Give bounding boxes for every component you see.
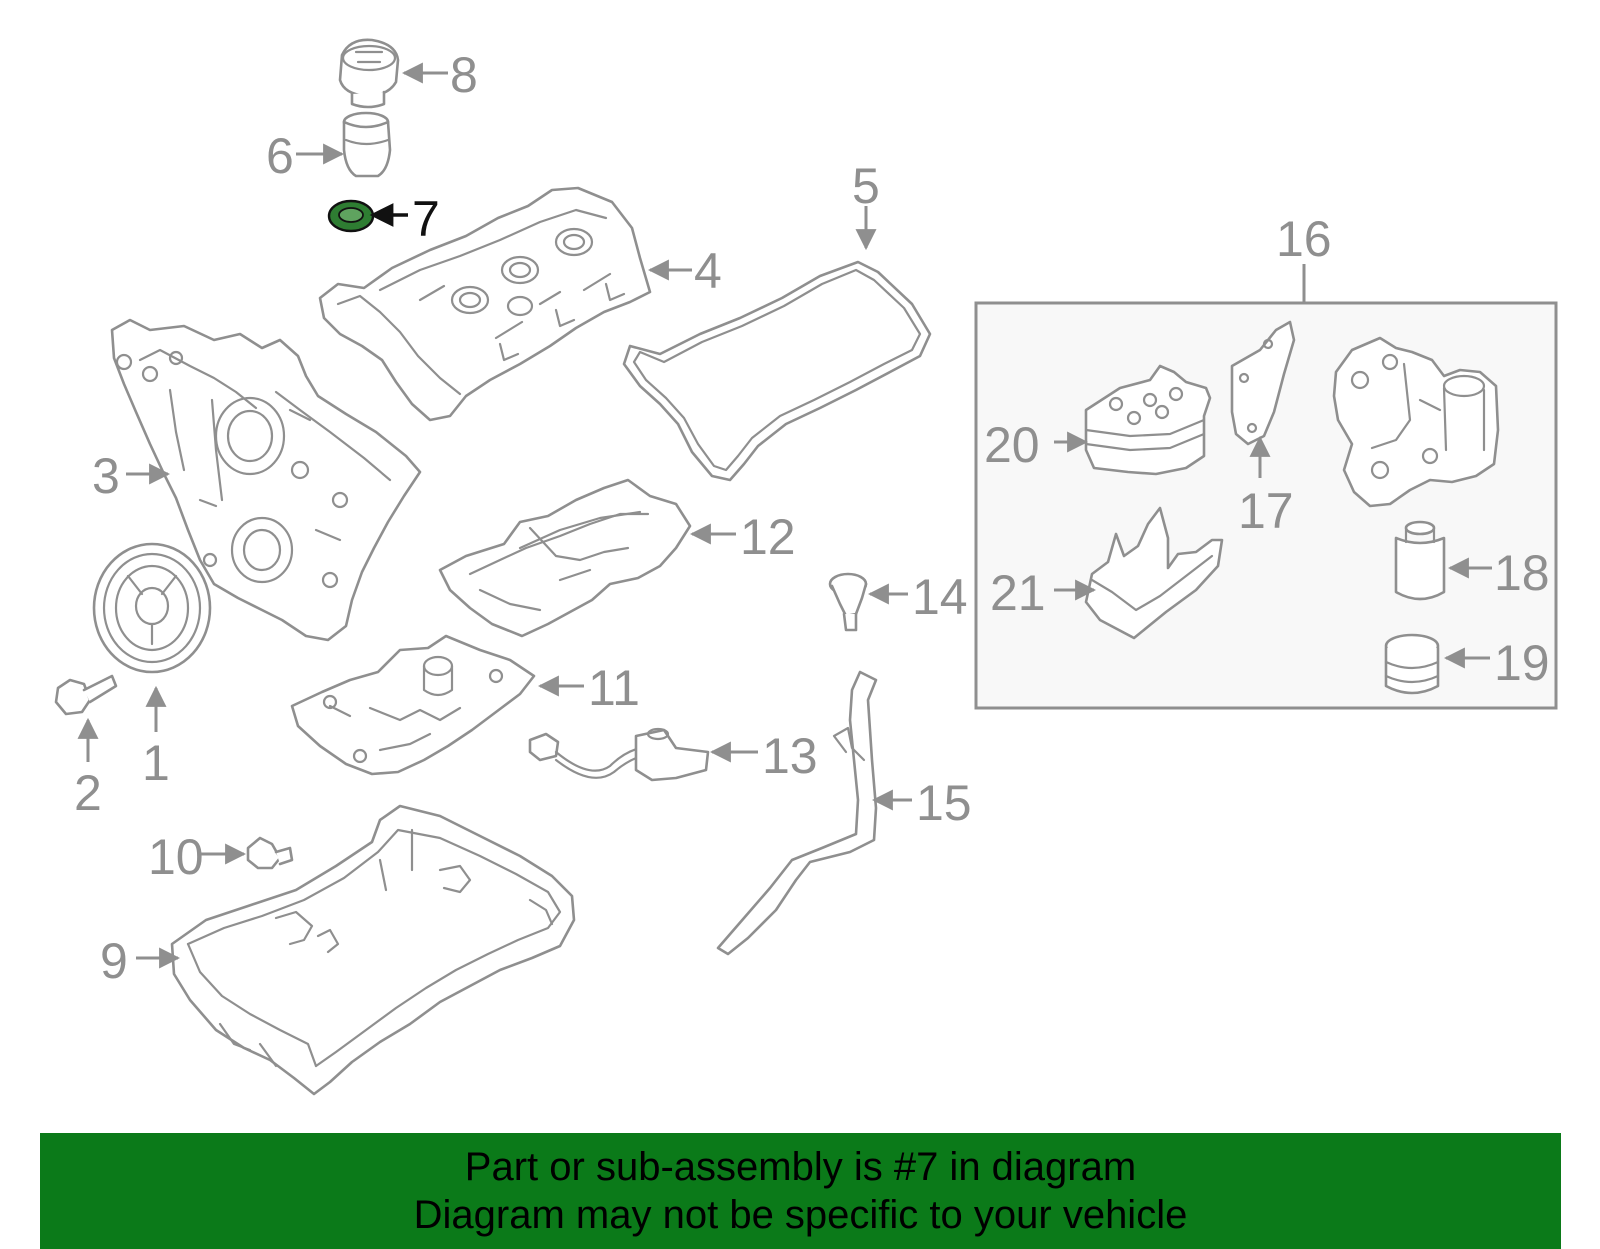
oil-filler-cap-part: [338, 38, 400, 109]
notice-banner: Part or sub-assembly is #7 in diagram Di…: [40, 1133, 1561, 1249]
filler-seal-ring-part: [327, 199, 375, 233]
timing-chain-cover-part: [110, 318, 422, 642]
callout-12: 12: [740, 509, 796, 565]
oil-baffle-plate-part: [438, 478, 692, 638]
oil-filter-cap-part: [1384, 633, 1440, 695]
callout-6: 6: [266, 128, 294, 184]
dipstick-tube-part: [716, 670, 878, 956]
filter-housing-gasket-part: [1230, 320, 1296, 446]
oil-filter-housing-part: [1332, 336, 1500, 508]
callout-16: 16: [1276, 211, 1332, 267]
oil-cooler-part: [1084, 364, 1212, 476]
callout-10: 10: [148, 829, 204, 885]
callout-13: 13: [762, 728, 818, 784]
oil-filler-neck-part: [342, 111, 392, 178]
filter-bracket-part: [1084, 506, 1224, 640]
crankshaft-pulley-part: [92, 542, 212, 674]
callout-2: 2: [74, 765, 102, 821]
callout-4: 4: [694, 243, 722, 299]
callout-1: 1: [142, 735, 170, 791]
oil-level-sensor-part: [528, 727, 710, 782]
oil-filter-element-part: [1394, 520, 1446, 601]
banner-line-1: Part or sub-assembly is #7 in diagram: [464, 1145, 1137, 1189]
callout-21: 21: [990, 565, 1046, 621]
callout-18: 18: [1494, 545, 1550, 601]
valve-cover-part: [318, 186, 652, 422]
oil-pan-baffle-part: [290, 634, 536, 776]
callout-8: 8: [450, 47, 478, 103]
oil-pan-part: [170, 804, 576, 1096]
dipstick-tube-holder-part: [828, 572, 868, 632]
callout-15: 15: [916, 775, 972, 831]
callout-7: 7: [412, 191, 440, 247]
callout-14: 14: [912, 569, 968, 625]
callout-17: 17: [1238, 483, 1294, 539]
callout-3: 3: [92, 448, 120, 504]
callout-11: 11: [588, 660, 640, 716]
valve-cover-gasket-part: [622, 260, 932, 482]
pulley-bolt-part: [54, 674, 118, 716]
banner-line-2: Diagram may not be specific to your vehi…: [413, 1193, 1188, 1237]
callout-20: 20: [984, 417, 1040, 473]
callout-9: 9: [100, 933, 128, 989]
callout-5: 5: [852, 158, 880, 214]
oil-drain-plug-part: [246, 836, 294, 870]
callout-19: 19: [1494, 635, 1550, 691]
